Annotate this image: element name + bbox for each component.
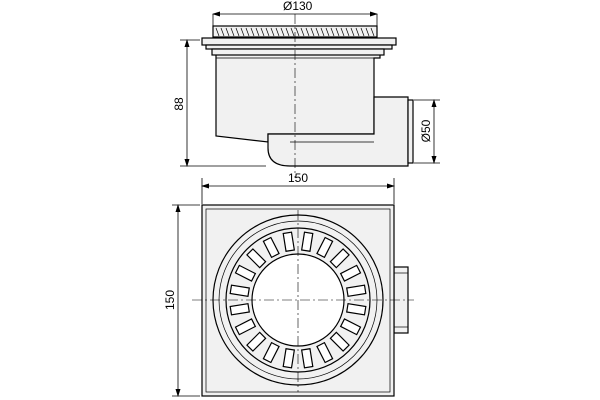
grate-hatch-line [240, 27, 245, 37]
grate-slot [282, 231, 296, 252]
grate-hatch-line [270, 27, 275, 37]
grate-hatch-line [310, 27, 315, 37]
grate-slot [339, 264, 362, 282]
grate-hatch-line [370, 27, 375, 37]
depth-label: 150 [163, 290, 177, 310]
grate-hatch-line [290, 27, 295, 37]
grate-slot [346, 284, 367, 298]
grate-slot [329, 248, 350, 269]
grate-slot [329, 331, 350, 352]
grate-slot [234, 264, 257, 282]
grate-hatch-line [360, 27, 365, 37]
outlet-diameter-label: Ø50 [419, 119, 433, 142]
grate-hatch-line [355, 27, 360, 37]
grate-hatch-line [225, 27, 230, 37]
grate-slots [229, 231, 367, 369]
grate-hatch-line [300, 27, 305, 37]
grate-hatch-line [335, 27, 340, 37]
grate-hatch-line [330, 27, 335, 37]
top-diameter-label: Ø130 [283, 0, 313, 13]
grate-slot [262, 236, 280, 259]
grate-hatch [215, 27, 375, 37]
grate-hatch-line [245, 27, 250, 37]
grate-hatch-line [275, 27, 280, 37]
grate-hatch-line [305, 27, 310, 37]
grate-slot [246, 331, 267, 352]
grate-slot [316, 236, 334, 259]
side-view: Ø130 88 Ø50 [172, 0, 440, 178]
grate-slot [246, 248, 267, 269]
grate-slot [262, 341, 280, 364]
grate-slot [300, 231, 314, 252]
top-view: 150 150 [163, 171, 414, 397]
grate-hatch-line [365, 27, 370, 37]
grate-slot [229, 284, 250, 298]
outlet-elbow [267, 96, 409, 167]
grate-hatch-line [255, 27, 260, 37]
height-label: 88 [172, 97, 186, 111]
grate-slot [300, 348, 314, 369]
grate-hatch-line [280, 27, 285, 37]
grate-hatch-line [260, 27, 265, 37]
grate-slot [339, 318, 362, 336]
drain-body [215, 51, 381, 143]
grate-hatch-line [285, 27, 290, 37]
outlet-pipe-end [407, 99, 414, 164]
grate-hatch-line [265, 27, 270, 37]
grate-hatch-line [340, 27, 345, 37]
grate-hatch-line [250, 27, 255, 37]
grate-slot [234, 318, 257, 336]
grate-hatch-line [230, 27, 235, 37]
grate-hatch-line [220, 27, 225, 37]
drain-flange [201, 37, 397, 46]
grate-slot [282, 348, 296, 369]
grate-hatch-line [320, 27, 325, 37]
grate-hatch-line [325, 27, 330, 37]
grate-hatch-line [315, 27, 320, 37]
grate-top [212, 25, 378, 38]
body-upper-ring [211, 48, 385, 56]
grate-hatch-line [235, 27, 240, 37]
grate-hatch-line [295, 27, 300, 37]
width-label: 150 [288, 171, 308, 185]
grate-slot [316, 341, 334, 364]
grate-hatch-line [350, 27, 355, 37]
grate-hatch-line [215, 27, 220, 37]
grate-slot [346, 302, 367, 316]
grate-slot [229, 302, 250, 316]
grate-hatch-line [345, 27, 350, 37]
